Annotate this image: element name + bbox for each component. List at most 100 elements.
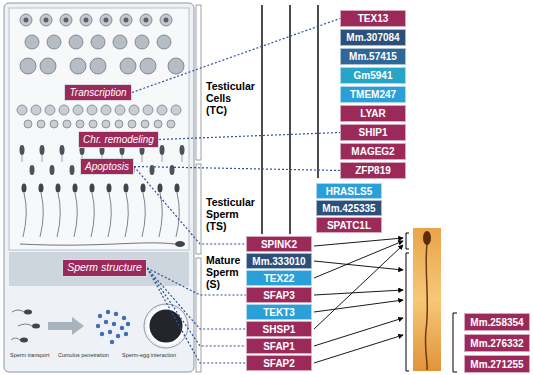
gene-box: SPINK2: [246, 236, 312, 252]
label-text: Sperm transport: [10, 352, 49, 358]
stage-label: Mature Sperm (S): [206, 254, 240, 290]
tree-line: [261, 5, 262, 234]
pointer-arrow: [314, 241, 403, 278]
gene-box: LYAR: [340, 105, 406, 122]
elongating-spermatids: [20, 145, 185, 175]
node-text: SHIP1: [359, 127, 388, 138]
process-label: Apoptosis: [80, 158, 134, 175]
micrograph-tail: [425, 244, 427, 370]
gene-box: TEKT3: [246, 304, 312, 320]
process-label: Chr. remodeling: [78, 131, 159, 148]
gene-box: TMEM247: [340, 86, 406, 103]
dotted-connector: [134, 167, 340, 171]
gene-box: Mm.258354: [464, 313, 530, 331]
node-text: Sperm structure: [67, 262, 142, 274]
node-text: TEKT3: [263, 307, 295, 318]
node-text: Mm.57415: [349, 51, 397, 62]
egg-zona: [144, 304, 188, 348]
label-text: Mature Sperm (S): [206, 254, 240, 290]
tree-lines: [262, 5, 318, 234]
node-text: Mm.333010: [252, 256, 305, 267]
spermatogenesis-illustration: [4, 3, 194, 372]
node-text: Chr. remodeling: [83, 134, 154, 145]
transport-sperm-tails: [11, 310, 32, 340]
sperm-heads: [22, 183, 180, 192]
node-text: SPATC1L: [327, 220, 371, 231]
stage-bracket: [196, 258, 201, 372]
node-text: TEX22: [264, 273, 295, 284]
label-text: Cumulus penetration: [58, 352, 109, 358]
tree-line: [317, 5, 318, 178]
illustration-caption: Sperm-egg interaction: [122, 352, 176, 358]
label-text: Testicular Cells (TC): [206, 80, 255, 116]
egg-cell: [148, 308, 184, 344]
dotted-connector: [159, 133, 340, 140]
illustration-caption: Cumulus penetration: [58, 352, 109, 358]
node-text: Transcription: [69, 87, 126, 98]
gene-box: TEX13: [340, 10, 406, 27]
node-text: ZFP819: [355, 165, 391, 176]
micrograph-head: [423, 231, 431, 245]
gene-box: Mm.307084: [340, 29, 406, 46]
node-text: SFAP2: [263, 358, 295, 369]
label-text: Testicular Sperm (TS): [206, 196, 255, 232]
node-text: SFAP3: [263, 290, 295, 301]
group-bracket: [453, 313, 457, 372]
gene-box: HRASLS5: [316, 183, 382, 199]
node-text: SPINK2: [261, 239, 297, 250]
gene-box: SFAP2: [246, 355, 312, 371]
gene-box: Mm.425335: [316, 200, 382, 216]
node-text: Mm.271255: [470, 359, 523, 370]
node-text: MAGEG2: [351, 146, 394, 157]
node-text: LYAR: [360, 108, 385, 119]
node-text: Mm.258354: [470, 317, 523, 328]
gene-box: ZFP819: [340, 162, 406, 179]
node-text: TMEM247: [350, 89, 396, 100]
pointer-arrow: [314, 261, 403, 270]
node-text: HRASLS5: [326, 186, 373, 197]
structure-band: [9, 252, 189, 286]
localisation-arrows: [314, 238, 403, 363]
gene-box: Gm5941: [340, 67, 406, 84]
gene-box: Mm.333010: [246, 253, 312, 269]
round-spermatids: [17, 105, 181, 128]
gene-box: SFAP1: [246, 338, 312, 354]
stage-label: Testicular Sperm (TS): [206, 196, 255, 232]
part-bracket: [406, 233, 409, 371]
node-text: SFAP1: [263, 341, 295, 352]
stage-brackets: [196, 5, 201, 372]
gene-box: SPATC1L: [316, 217, 382, 233]
node-text: Mm.425335: [322, 203, 375, 214]
node-text: SHSP1: [263, 324, 296, 335]
transport-sperm-heads: [20, 310, 40, 343]
gene-box: Mm.271255: [464, 355, 530, 373]
pointer-arrow: [314, 245, 403, 329]
free-sperm-head: [175, 241, 185, 247]
node-text: Mm.307084: [346, 32, 399, 43]
node-text: Mm.276332: [470, 338, 523, 349]
tubule-section: [9, 8, 189, 250]
gene-box: Mm.57415: [340, 48, 406, 65]
sperm-tails: [23, 193, 179, 237]
cell-nuclei: [24, 18, 169, 23]
spermatocyte-cells: [20, 35, 184, 74]
gene-box: SFAP3: [246, 287, 312, 303]
pointer-arrow: [314, 318, 403, 346]
tree-line: [289, 5, 290, 234]
stage-label: Testicular Cells (TC): [206, 80, 255, 116]
gene-box: SHIP1: [340, 124, 406, 141]
label-text: Sperm-egg interaction: [122, 352, 176, 358]
panel-frame: [4, 3, 194, 372]
pointer-arrow: [314, 290, 403, 295]
gene-box: TEX22: [246, 270, 312, 286]
pointer-arrow: [314, 238, 403, 246]
stage-bracket: [196, 5, 201, 160]
transport-arrow: [48, 317, 84, 335]
process-label: Transcription: [64, 84, 132, 101]
sperm-micrograph: [406, 228, 457, 372]
process-label: Sperm structure: [62, 259, 147, 277]
node-text: TEX13: [358, 13, 389, 24]
pointer-arrow: [314, 300, 403, 312]
free-sperm: [20, 243, 175, 245]
micrograph-ground: [413, 228, 441, 371]
